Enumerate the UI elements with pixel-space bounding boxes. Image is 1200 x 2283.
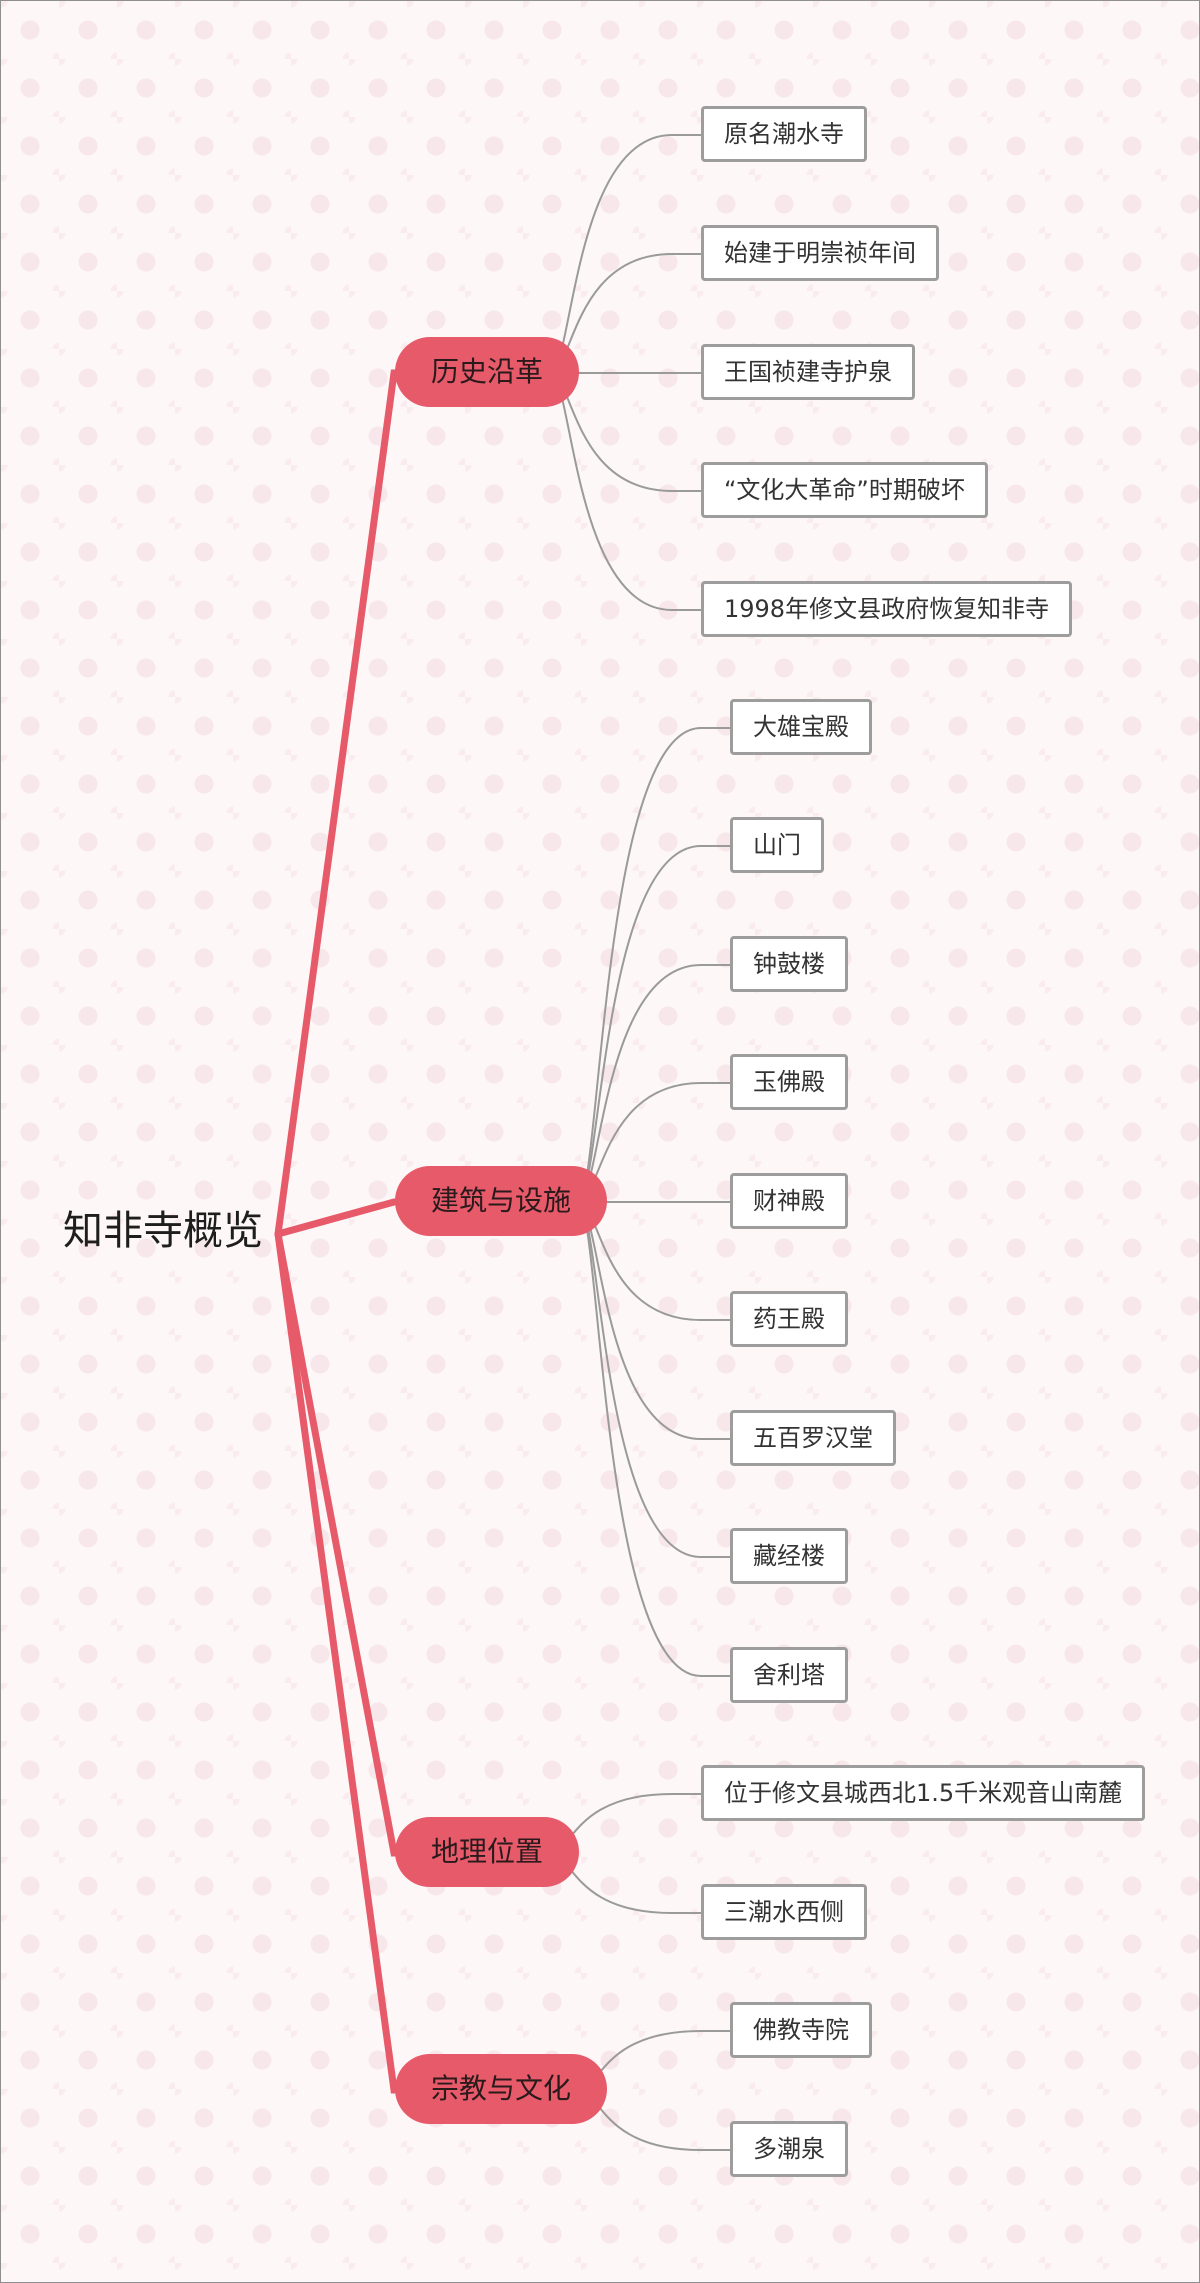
leaf-religion-2[interactable]: 多潮泉 <box>730 2121 848 2177</box>
root-connector <box>274 1230 402 2094</box>
root-topic[interactable]: 知非寺概览 <box>63 1208 263 1254</box>
leaf-location-2[interactable]: 三潮水西侧 <box>701 1884 867 1940</box>
leaf-history-5[interactable]: 1998年修文县政府恢复知非寺 <box>701 581 1073 637</box>
leaf-architecture-1[interactable]: 大雄宝殿 <box>730 699 872 755</box>
leaf-history-2[interactable]: 始建于明崇祯年间 <box>701 225 939 281</box>
leaf-history-3[interactable]: 王国祯建寺护泉 <box>701 344 915 400</box>
leaf-architecture-4[interactable]: 玉佛殿 <box>730 1054 848 1110</box>
leaf-architecture-5[interactable]: 财神殿 <box>730 1173 848 1229</box>
branch-architecture[interactable]: 建筑与设施 <box>395 1166 607 1236</box>
root-connector <box>274 1230 402 1857</box>
leaf-architecture-2[interactable]: 山门 <box>730 817 824 873</box>
leaf-architecture-7[interactable]: 五百罗汉堂 <box>730 1410 896 1466</box>
leaf-architecture-8[interactable]: 藏经楼 <box>730 1528 848 1584</box>
leaf-history-4[interactable]: “文化大革命”时期破坏 <box>701 462 988 518</box>
branch-religion-culture[interactable]: 宗教与文化 <box>395 2054 607 2124</box>
leaf-religion-1[interactable]: 佛教寺院 <box>730 2002 872 2058</box>
root-connector <box>274 369 402 1238</box>
leaf-history-1[interactable]: 原名潮水寺 <box>701 106 867 162</box>
root-connector <box>274 1198 402 1238</box>
leaf-architecture-9[interactable]: 舍利塔 <box>730 1647 848 1703</box>
leaf-connector <box>577 1201 732 1558</box>
branch-location[interactable]: 地理位置 <box>395 1817 579 1887</box>
leaf-location-1[interactable]: 位于修文县城西北1.5千米观音山南麓 <box>701 1765 1146 1821</box>
leaf-architecture-6[interactable]: 药王殿 <box>730 1291 848 1347</box>
leaf-architecture-3[interactable]: 钟鼓楼 <box>730 936 848 992</box>
branch-history[interactable]: 历史沿革 <box>395 337 579 407</box>
leaf-connector <box>577 845 732 1203</box>
